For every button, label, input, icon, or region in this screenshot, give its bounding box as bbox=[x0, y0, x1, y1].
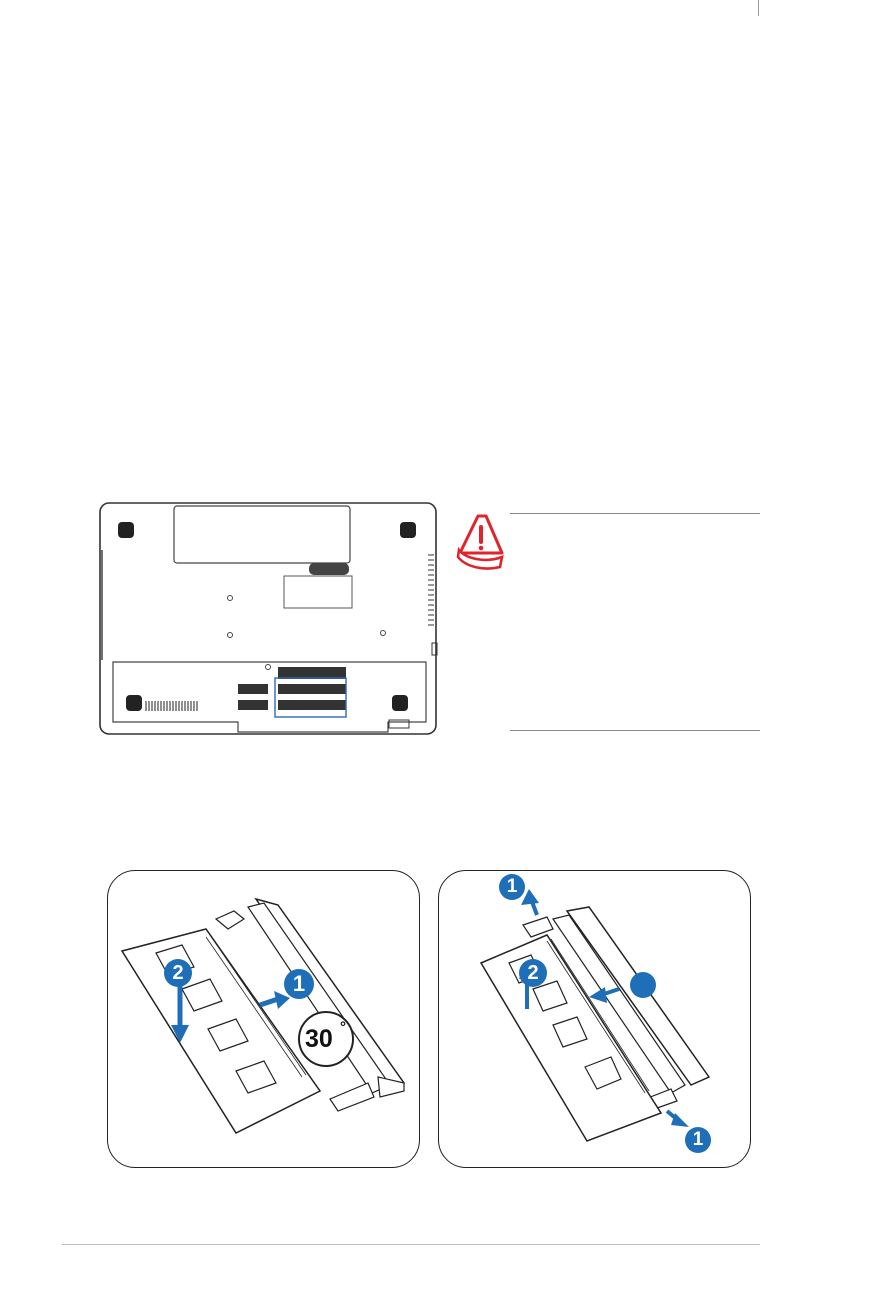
warning-top-rule bbox=[510, 513, 760, 514]
angle-value: 30 bbox=[305, 1025, 333, 1053]
warning-hand-icon bbox=[456, 514, 504, 570]
memory-install-panel: 1 2 30 ° bbox=[107, 870, 420, 1168]
memory-remove-diagram bbox=[479, 889, 711, 1142]
laptop-bottom-illustration bbox=[99, 502, 438, 735]
degree-symbol: ° bbox=[340, 1019, 346, 1036]
step-1-badge: 1 bbox=[284, 969, 314, 999]
warning-bottom-rule bbox=[510, 730, 760, 731]
angle-callout: 30 ° bbox=[298, 1011, 354, 1067]
step-1-top-badge: 1 bbox=[499, 874, 525, 900]
step-2-badge: 2 bbox=[164, 959, 192, 987]
header-rule bbox=[758, 0, 759, 16]
memory-remove-panel: 1 2 1 bbox=[438, 870, 751, 1168]
footer-rule bbox=[62, 1244, 760, 1245]
step-1-bottom-badge: 1 bbox=[685, 1127, 711, 1153]
memory-install-diagram bbox=[120, 897, 406, 1134]
step-2-badge-right: 2 bbox=[519, 959, 547, 987]
